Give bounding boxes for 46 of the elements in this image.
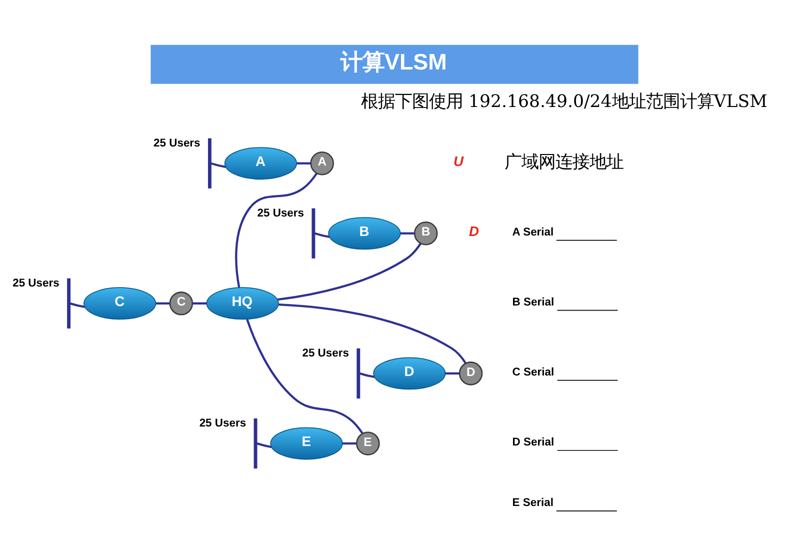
node-ellipse: A	[224, 146, 298, 180]
node-label: 25 Users	[199, 417, 246, 430]
connector	[277, 242, 422, 300]
node-ellipse: HQ	[206, 286, 279, 320]
connector	[156, 302, 170, 304]
connector	[70, 302, 85, 308]
node-circle: E	[356, 431, 380, 455]
node-label: 25 Users	[302, 346, 350, 359]
node-bar	[208, 138, 212, 188]
connector	[342, 442, 356, 444]
node-bar	[67, 278, 71, 328]
node-ellipse: D	[373, 356, 446, 390]
node-bar	[356, 348, 360, 398]
connector	[246, 318, 364, 434]
node-circle: A	[310, 150, 334, 175]
node-circle: C	[169, 291, 194, 315]
connector	[278, 302, 467, 364]
node-label: 25 Users	[257, 206, 304, 219]
node-circle: D	[458, 361, 483, 385]
connector	[192, 302, 207, 304]
connector	[445, 372, 460, 374]
label: B Serial	[512, 296, 554, 308]
label: D Serial	[512, 436, 554, 448]
node-ellipse: E	[270, 426, 343, 460]
label: E Serial	[512, 496, 554, 509]
connector	[235, 172, 318, 288]
label: 广域网连接地址	[504, 152, 624, 172]
connector	[210, 162, 226, 168]
label: D	[469, 222, 480, 238]
label: C Serial	[512, 366, 554, 378]
diagram-title: 计算VLSM	[340, 48, 447, 74]
node-bar	[254, 418, 258, 468]
node-ellipse: C	[83, 286, 156, 320]
label: A Serial	[512, 226, 554, 238]
node-label: 25 Users	[12, 276, 60, 289]
connector	[314, 232, 330, 238]
node-label: 25 Users	[154, 136, 200, 149]
node-circle: B	[414, 221, 438, 245]
connector	[256, 442, 272, 448]
label: U	[454, 152, 464, 168]
connector	[359, 372, 375, 378]
connector	[296, 162, 311, 164]
connector	[400, 232, 414, 234]
node-ellipse: B	[328, 216, 401, 250]
label: 根据下图使用 192.168.49.0/24地址范围计算VLSM	[361, 92, 768, 112]
node-bar	[312, 208, 316, 258]
